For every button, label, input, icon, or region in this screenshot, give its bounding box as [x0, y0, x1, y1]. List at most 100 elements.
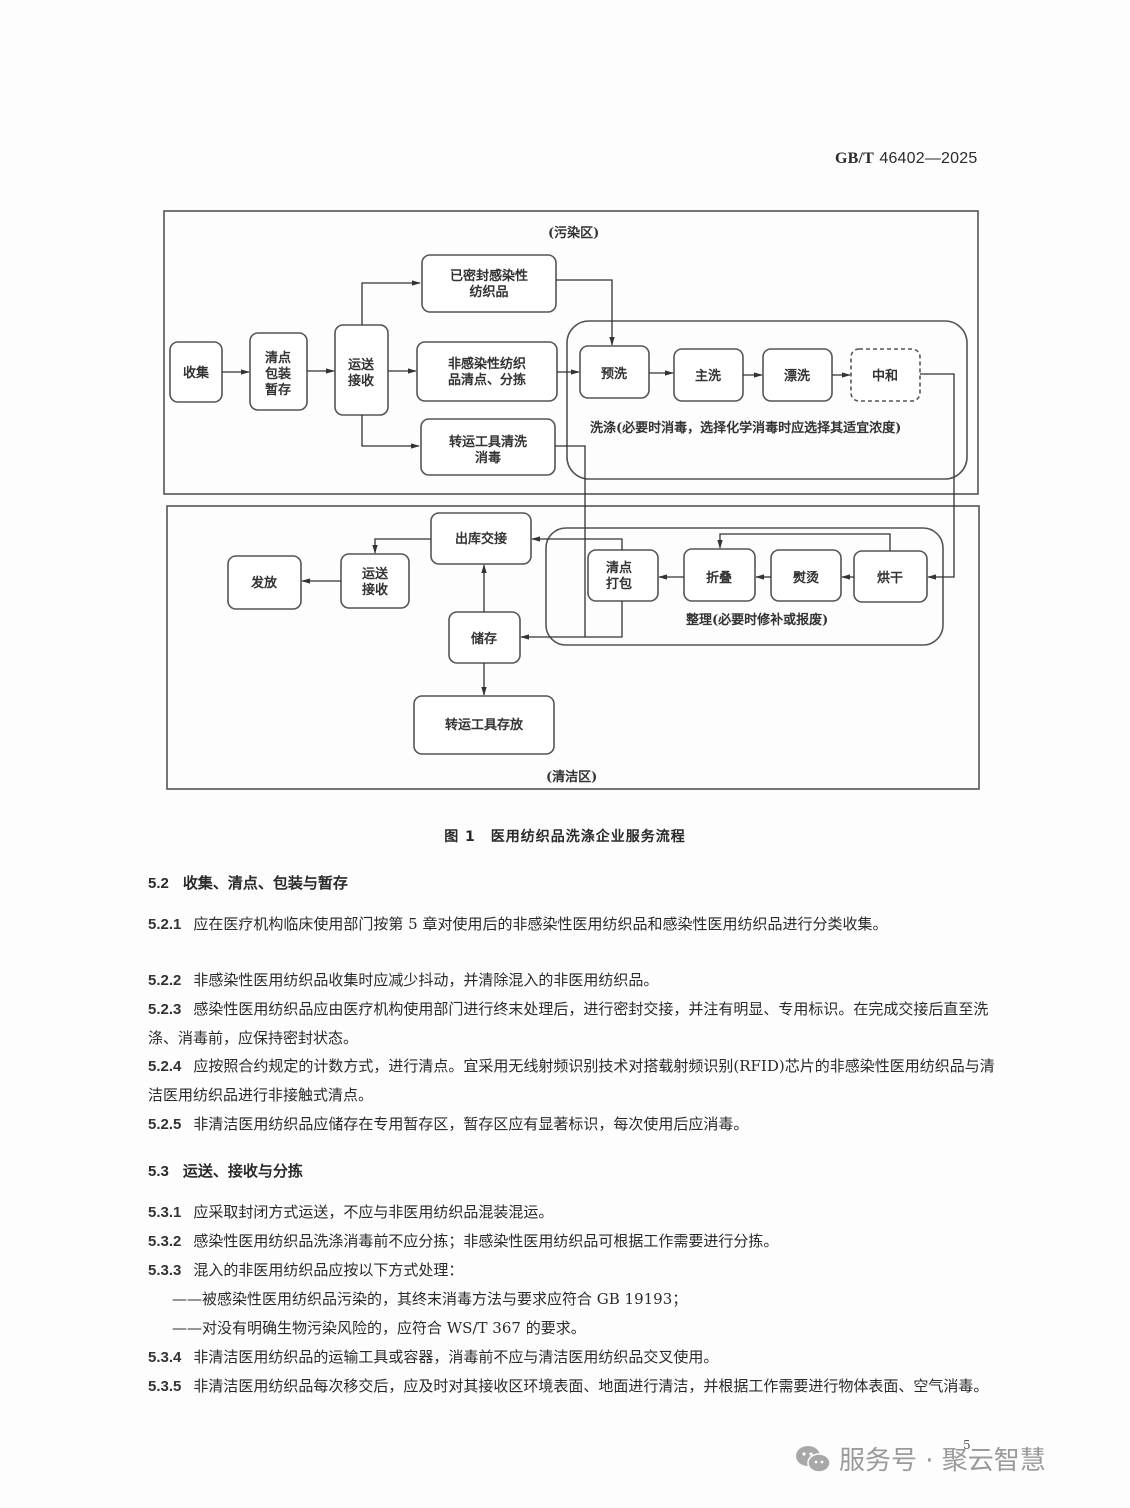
standard-prefix: GB/T	[835, 150, 875, 167]
node-transport-tool-clean	[420, 418, 556, 476]
clause-text: 混入的非医用纺织品应按以下方式处理：	[193, 1261, 464, 1279]
clause-number: 5.2.3	[148, 1001, 182, 1018]
label-sort-1: 非感染性纺织	[448, 356, 526, 372]
label-tool-storage: 转运工具存放	[445, 717, 524, 733]
clause-text: 应在医疗机构临床使用部门按第 5 章对使用后的非感染性医用纺织品和感染性医用纺织…	[193, 915, 888, 933]
label-prewash: 预洗	[601, 366, 627, 382]
label-sort-2: 品清点、分拣	[448, 372, 526, 388]
label-count-pack-store-3: 暂存	[265, 382, 291, 398]
label-transport-receive-2b: 接收	[362, 582, 389, 598]
section-number: 5.2	[148, 875, 169, 892]
label-count-pack-store-1: 清点	[265, 350, 291, 366]
label-outbound-handover: 出库交接	[455, 531, 507, 547]
standard-code: 46402—2025	[879, 150, 978, 167]
dirty-zone-frame	[163, 210, 979, 495]
clause: 5.2.1 应在医疗机构临床使用部门按第 5 章对使用后的非感染性医用纺织品和感染…	[148, 910, 996, 939]
label-main-wash: 主洗	[695, 368, 721, 384]
flowchart: (污染区) (清洁区) 收集 清点 包装 暂存 运送 接收 已密封感染性 纺织品…	[163, 210, 980, 790]
arrow-sealed-to-prewash	[556, 279, 615, 346]
label-iron: 熨烫	[793, 570, 820, 586]
arrow-transport-to-sealed	[361, 280, 421, 325]
node-prewash	[579, 345, 650, 399]
label-distribute: 发放	[250, 575, 278, 591]
arrow-tool-to-storage-line	[555, 445, 586, 637]
dirty-zone-label: (污染区)	[548, 225, 599, 241]
clause: 5.3.3 混入的非医用纺织品应按以下方式处理：	[148, 1256, 996, 1285]
arrow-package-to-outbound	[531, 536, 623, 550]
node-iron	[770, 549, 842, 602]
clean-zone-frame	[166, 505, 980, 790]
clause: 5.3.4 非清洁医用纺织品的运输工具或容器，消毒前不应与清洁医用纺织品交叉使用。	[148, 1343, 996, 1372]
clean-zone-label: (清洁区)	[546, 769, 597, 785]
label-rinse: 漂洗	[784, 368, 810, 384]
wechat-icon	[796, 1445, 831, 1473]
clause-text: 应按照合约规定的计数方式，进行清点。宜采用无线射频识别技术对搭载射频识别(RFI…	[148, 1057, 995, 1104]
label-storage: 储存	[470, 631, 497, 647]
section-title: 运送、接收与分拣	[182, 1162, 303, 1180]
clause-number: 5.3.3	[148, 1262, 182, 1279]
label-transport-receive-2: 接收	[348, 373, 375, 389]
clause: 5.2.2 非感染性医用纺织品收集时应减少抖动，并清除混入的非医用纺织品。	[148, 966, 996, 995]
clause-number: 5.3.1	[148, 1204, 182, 1221]
label-sealed-2: 纺织品	[469, 284, 508, 300]
list-item: ——对没有明确生物污染风险的，应符合 WS/T 367 的要求。	[172, 1314, 1020, 1342]
finish-group-label: 整理(必要时修补或报废)	[685, 612, 828, 628]
clause-number: 5.2.4	[148, 1058, 182, 1075]
clause-text: 非清洁医用纺织品的运输工具或容器，消毒前不应与清洁医用纺织品交叉使用。	[193, 1348, 719, 1366]
clause-number: 5.2.1	[148, 916, 182, 933]
label-dry: 烘干	[877, 570, 903, 586]
watermark: 服务号 · 聚云智慧	[795, 1440, 1046, 1477]
label-count-package-2: 打包	[606, 576, 632, 592]
label-transport-receive-2a: 运送	[362, 566, 389, 582]
clause: 5.3.2 感染性医用纺织品洗涤消毒前不应分拣；非感染性医用纺织品可根据工作需要进…	[148, 1227, 996, 1256]
clause-text: 非清洁医用纺织品应储存在专用暂存区，暂存区应有显著标识，每次使用后应消毒。	[193, 1115, 749, 1133]
section-number: 5.3	[148, 1163, 169, 1180]
finish-group-frame	[545, 527, 944, 646]
arrow-neutralize-to-dry	[920, 373, 955, 580]
clause-text: 应采取封闭方式运送，不应与非医用纺织品混装混运。	[193, 1203, 554, 1221]
node-fold	[683, 548, 756, 602]
list-item-text: ——被感染性医用纺织品污染的，其终末消毒方法与要求应符合 GB 19193；	[172, 1290, 688, 1308]
clause-number: 5.2.5	[148, 1116, 182, 1133]
node-neutralize	[850, 348, 921, 402]
arrow-transport-to-tool	[361, 415, 420, 449]
label-tool-clean-1: 转运工具清洗	[449, 434, 527, 450]
node-count-package	[587, 549, 659, 602]
label-count-pack-store-2: 包装	[265, 366, 291, 382]
label-sealed-1: 已密封感染性	[450, 268, 528, 284]
label-neutralize: 中和	[872, 368, 898, 384]
clause-number: 5.2.2	[148, 972, 182, 989]
wash-group-label: 洗涤(必要时消毒，选择化学消毒时应选择其适宜浓度)	[590, 420, 901, 436]
section-title: 收集、清点、包装与暂存	[182, 874, 348, 892]
clause: 5.2.5 非清洁医用纺织品应储存在专用暂存区，暂存区应有显著标识，每次使用后应消…	[148, 1110, 996, 1139]
label-tool-clean-2: 消毒	[475, 450, 501, 466]
clause-text: 感染性医用纺织品洗涤消毒前不应分拣；非感染性医用纺织品可根据工作需要进行分拣。	[193, 1232, 779, 1250]
label-count-package-1: 清点	[606, 560, 632, 576]
list-item: ——被感染性医用纺织品污染的，其终末消毒方法与要求应符合 GB 19193；	[172, 1285, 1020, 1313]
clause-number: 5.3.4	[148, 1349, 182, 1366]
clause: 5.3.1 应采取封闭方式运送，不应与非医用纺织品混装混运。	[148, 1198, 996, 1227]
clause-text: 非感染性医用纺织品收集时应减少抖动，并清除混入的非医用纺织品。	[193, 971, 659, 989]
clause-number: 5.3.2	[148, 1233, 182, 1250]
clause-text: 非清洁医用纺织品每次移交后，应及时对其接收区环境表面、地面进行清洁，并根据工作需…	[193, 1377, 989, 1395]
section-heading-5-3: 5.3 运送、接收与分拣	[148, 1160, 303, 1181]
clause-text: 感染性医用纺织品应由医疗机构使用部门进行终末处理后，进行密封交接，并注有明显、专…	[148, 1000, 989, 1047]
arrow-outbound-to-transport	[372, 538, 431, 554]
node-distribute	[227, 555, 302, 610]
clause: 5.3.5 非清洁医用纺织品每次移交后，应及时对其接收区环境表面、地面进行清洁，并…	[148, 1372, 996, 1401]
node-sealed-infectious	[421, 254, 557, 313]
section-heading-5-2: 5.2 收集、清点、包装与暂存	[148, 872, 348, 893]
clause-number: 5.3.5	[148, 1378, 182, 1395]
arrow-package-to-storage	[520, 601, 623, 640]
label-fold: 折叠	[706, 570, 732, 586]
node-tool-storage	[413, 695, 555, 755]
list-item-text: ——对没有明确生物污染风险的，应符合 WS/T 367 的要求。	[172, 1319, 586, 1337]
watermark-text: 服务号 · 聚云智慧	[839, 1446, 1046, 1476]
label-transport-receive-1: 运送	[348, 357, 375, 373]
figure-caption: 图 1 医用纺织品洗涤企业服务流程	[444, 829, 686, 845]
wash-group-frame	[566, 320, 968, 480]
arrow-dry-to-fold	[717, 533, 891, 551]
standard-number: GB/T 46402—2025	[835, 148, 977, 168]
